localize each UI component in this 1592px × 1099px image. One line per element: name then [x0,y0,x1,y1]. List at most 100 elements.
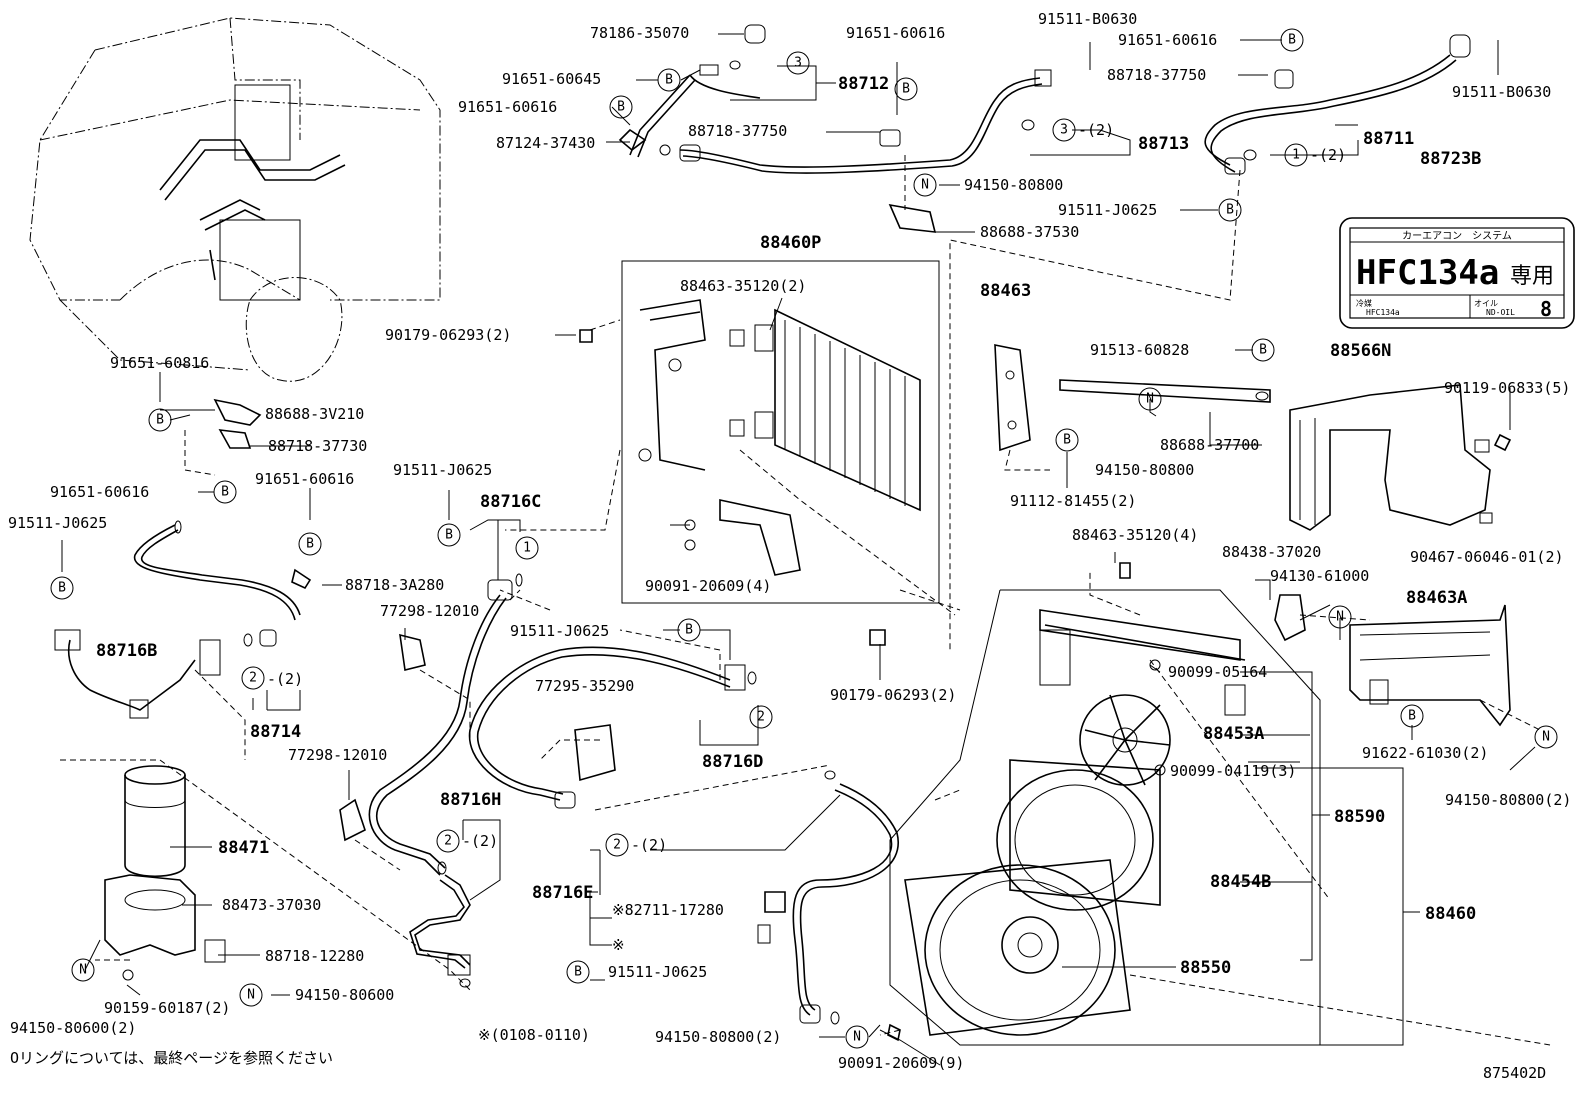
part-label: 88716C [480,492,541,512]
part-label: 88438-37020 [1222,543,1321,561]
leader-lines [61,33,1536,1066]
part-label: 88718-37750 [688,122,787,140]
part-label: 88718-3A280 [345,576,444,594]
part-label: 94150-80800 [964,176,1063,194]
symbol-N: N [1328,605,1352,629]
symbol-N: N [239,983,263,1007]
part-label: 90091-20609(4) [645,577,771,595]
hfc-label-header: カーエアコン システム [1402,230,1512,242]
receiver-dryer-88471 [104,765,226,981]
symbol-N: N [1138,387,1162,411]
symbol-B: B [437,523,461,547]
part-label: 90099-04119(3) [1170,762,1296,780]
part-label: -(2) [1078,121,1114,139]
bracket-88463A [1274,594,1511,727]
symbol-B-text: B [617,100,625,115]
part-label: ※ [612,936,625,954]
part-label: 90179-06293(2) [385,326,511,344]
symbol-N-text: N [79,963,87,978]
part-label: 88590 [1334,807,1385,827]
symbol-B: B [1218,198,1242,222]
part-label: 88453A [1203,724,1264,744]
part-label: 91511-J0625 [510,622,609,640]
part-label: -(2) [267,670,303,688]
symbol-N-text: N [1542,730,1550,745]
symbol-B: B [298,532,322,556]
hose-88716D [468,646,757,809]
symbol-two-text: 2 [444,834,452,849]
part-label: 91511-J0625 [8,514,107,532]
hfc-label-refrigerant: HFC134a [1356,253,1499,293]
part-label: 88716B [96,641,157,661]
part-label: 90091-20609(9) [838,1054,964,1072]
support-88688-37700 [1059,379,1271,403]
part-label: 94150-80800 [1095,461,1194,479]
part-label: 94130-61000 [1270,567,1369,585]
small-clamps [213,329,1512,1042]
part-label: 91622-61030(2) [1362,744,1488,762]
symbol-B: B [50,576,74,600]
part-label: 88463-35120(4) [1072,526,1198,544]
part-label: 90159-60187(2) [104,999,230,1017]
part-label: -(2) [462,832,498,850]
part-label: 88460 [1425,904,1476,924]
part-label: 88688-3V210 [265,405,364,423]
symbol-B: B [1400,704,1424,728]
part-label: 87124-37430 [496,134,595,152]
shroud-88566N [1289,384,1493,531]
symbol-one: 1 [1284,143,1308,167]
symbol-two: 2 [436,829,460,853]
hose-88716C [368,573,523,876]
symbol-N: N [71,958,95,982]
part-label: 88716D [702,752,763,772]
symbol-two-text: 2 [613,838,621,853]
symbol-two-text: 2 [757,710,765,725]
symbol-B: B [1280,28,1304,52]
symbol-one: 1 [515,536,539,560]
symbol-one-text: 1 [1292,148,1300,163]
part-label: 88716E [532,883,593,903]
symbol-B-text: B [156,413,164,428]
part-labels: 78186-35070 91651-60616 91511-B0630 9165… [8,10,1571,1072]
dashed-leaders [60,155,1551,1046]
part-label: 88723B [1420,149,1481,169]
part-label: 91112-81455(2) [1010,492,1136,510]
part-label: 88550 [1180,958,1231,978]
symbol-B-text: B [1226,203,1234,218]
part-label: 91511-J0625 [1058,201,1157,219]
part-label: 88473-37030 [222,896,321,914]
hose-88716H [409,861,471,988]
symbol-B: B [894,77,918,101]
part-label: 88688-37530 [980,223,1079,241]
hfc-label-coolant: 冷媒 [1356,298,1372,308]
fan-assembly [889,589,1321,1046]
part-label: 94150-80800(2) [1445,791,1571,809]
symbol-N-text: N [1336,610,1344,625]
hfc-label-oil: オイル [1474,299,1498,308]
symbol-N: N [1534,725,1558,749]
part-label: 91651-60816 [110,354,209,372]
symbol-B: B [677,618,701,642]
symbol-three-text: 3 [794,56,802,71]
symbol-three: 3 [1052,118,1076,142]
oring-note: Oリングについては、最終ページを参照ください [10,1049,333,1067]
part-label: 90467-06046-01(2) [1410,548,1564,566]
symbol-three-text: 3 [1060,123,1068,138]
symbol-B-text: B [574,965,582,980]
pipe-88712 [618,24,766,158]
symbol-N: N [845,1025,869,1049]
part-label: 94150-80800(2) [655,1028,781,1046]
part-label: 91651-60616 [255,470,354,488]
hose-88716B [54,520,312,719]
symbol-B-text: B [1288,33,1296,48]
part-label: 94150-80600(2) [10,1019,136,1037]
part-label: 91651-60616 [458,98,557,116]
vehicle-outline [29,17,441,382]
part-label: 88688-37700 [1160,436,1259,454]
symbol-B-text: B [1259,343,1267,358]
part-label: 88471 [218,838,269,858]
pipe-88713 [679,69,1052,174]
symbol-B-text: B [445,528,453,543]
symbol-B: B [148,408,172,432]
